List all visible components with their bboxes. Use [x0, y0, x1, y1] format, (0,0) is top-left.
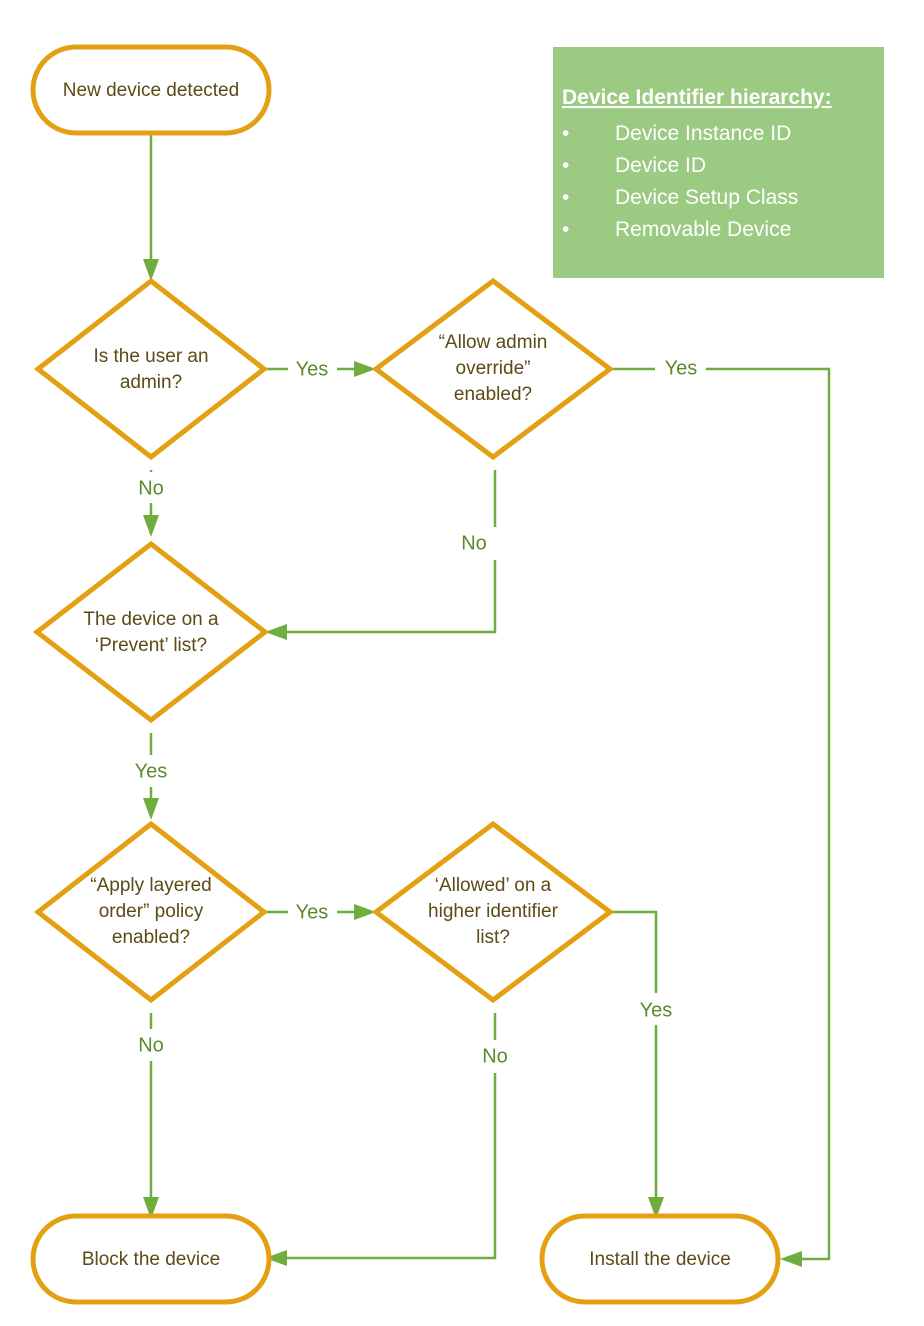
edge-layered-yes: Yes [264, 901, 376, 923]
node-label-allow-admin-override-line1: “Allow admin [439, 332, 548, 353]
node-label-block-the-device: Block the device [82, 1249, 220, 1270]
node-new-device-detected[interactable]: New device detected [30, 44, 272, 136]
terminator-shape [30, 44, 272, 136]
edge-is-admin-no: No [138, 470, 164, 537]
legend-bullet-icon: • [562, 186, 569, 209]
edge-is-admin-yes: Yes [264, 358, 376, 380]
node-label-device-on-prevent-list-line2: ‘Prevent’ list? [95, 635, 207, 656]
legend-item-device-setup-class: Device Setup Class [615, 186, 798, 209]
legend-bullet-icon: • [562, 154, 569, 177]
decision-shape [371, 820, 615, 1004]
node-label-allowed-higher-identifier-line2: higher identifier [428, 901, 559, 922]
decision-shape [32, 540, 270, 724]
node-label-is-user-admin-line1: Is the user an [93, 346, 208, 367]
legend-bullet-icon: • [562, 218, 569, 241]
node-label-allowed-higher-identifier-line1: ‘Allowed’ on a [435, 875, 552, 896]
decision-shape [371, 277, 615, 461]
edge-label-layered-no: No [138, 1034, 164, 1056]
legend-item-removable-device: Removable Device [615, 218, 791, 241]
edge-prevent-yes: Yes [135, 733, 168, 820]
edge-start-to-is-admin [143, 133, 159, 281]
node-is-user-admin[interactable]: Is the user an admin? [33, 277, 269, 461]
legend-background [553, 47, 884, 278]
legend-item-device-id: Device ID [615, 154, 706, 177]
edge-label-admin-ovr-yes: Yes [665, 357, 698, 379]
terminator-shape [539, 1213, 781, 1305]
node-allowed-higher-identifier[interactable]: ‘Allowed’ on a higher identifier list? [371, 820, 615, 1004]
edge-label-allowed-no: No [482, 1045, 508, 1067]
edge-allowed-no: No [265, 1013, 508, 1266]
node-label-apply-layered-order-line3: enabled? [112, 927, 190, 948]
decision-shape [33, 820, 269, 1004]
node-install-the-device[interactable]: Install the device [539, 1213, 781, 1305]
edge-label-is-admin-yes: Yes [296, 358, 329, 380]
edge-layer: Yes No Yes No Yes [135, 133, 831, 1267]
node-label-apply-layered-order-line2: order” policy [99, 901, 204, 922]
node-label-is-user-admin-line2: admin? [120, 372, 182, 393]
node-label-install-the-device: Install the device [589, 1249, 731, 1270]
edge-label-allowed-yes: Yes [640, 999, 673, 1021]
node-label-device-on-prevent-list-line1: The device on a [83, 609, 219, 630]
edge-label-is-admin-no: No [138, 477, 164, 499]
node-label-allow-admin-override-line3: enabled? [454, 384, 532, 405]
decision-shape [33, 277, 269, 461]
terminator-shape [30, 1213, 272, 1305]
node-label-allow-admin-override-line2: override” [456, 358, 531, 379]
edge-label-prevent-yes: Yes [135, 760, 168, 782]
legend-title: Device Identifier hierarchy: [562, 86, 832, 109]
edge-layered-no: No [138, 1013, 164, 1219]
edge-allowed-yes: Yes [610, 910, 673, 1219]
edge-label-admin-ovr-no: No [461, 532, 487, 554]
legend-panel: Device Identifier hierarchy: • Device In… [553, 47, 884, 278]
node-apply-layered-order[interactable]: “Apply layered order” policy enabled? [33, 820, 269, 1004]
edge-admin-ovr-no: No [265, 470, 497, 640]
node-allow-admin-override[interactable]: “Allow admin override” enabled? [371, 277, 615, 461]
legend-bullet-icon: • [562, 122, 569, 145]
node-block-the-device[interactable]: Block the device [30, 1213, 272, 1305]
node-label-allowed-higher-identifier-line3: list? [476, 927, 510, 948]
node-label-apply-layered-order-line1: “Apply layered [90, 875, 211, 896]
edge-label-layered-yes: Yes [296, 901, 329, 923]
node-device-on-prevent-list[interactable]: The device on a ‘Prevent’ list? [32, 540, 270, 724]
legend-item-device-instance-id: Device Instance ID [615, 122, 791, 145]
edge-admin-ovr-yes: Yes [610, 357, 831, 1267]
node-label-new-device-detected: New device detected [63, 80, 239, 101]
